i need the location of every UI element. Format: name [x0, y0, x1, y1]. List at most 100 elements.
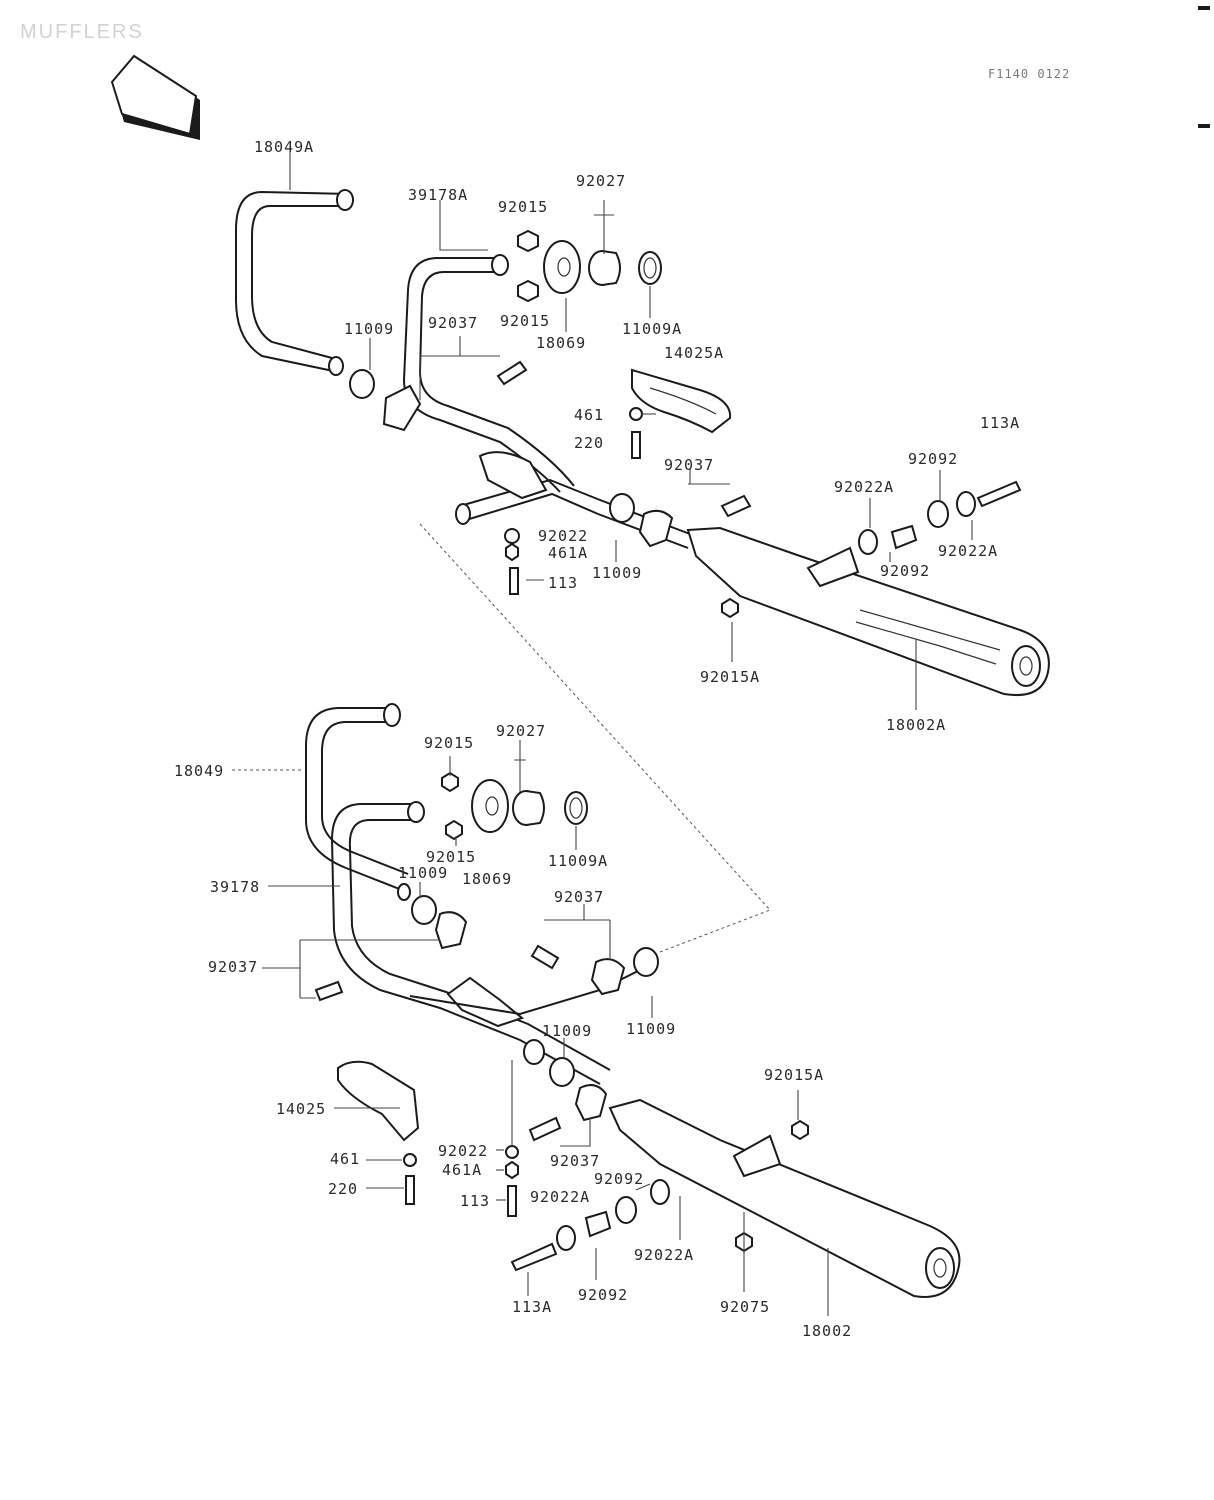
nut-92015 [445, 819, 463, 841]
gasket-11009 [633, 947, 659, 977]
bolt-113a [976, 480, 1022, 508]
part-label: 113A [980, 414, 1020, 432]
part-labels: 18049A 39178A 92015 92027 11009 92037 92… [174, 138, 1020, 1340]
part-label: 92015 [498, 198, 548, 216]
part-label: 92092 [594, 1170, 644, 1188]
flange-18069 [471, 779, 509, 833]
part-label: 92015A [764, 1066, 824, 1084]
nut-92015 [517, 229, 539, 253]
edge-mark-bottom [1198, 124, 1210, 128]
washer-92022a [858, 529, 878, 555]
part-label: 92022A [834, 478, 894, 496]
washer-92022a [956, 491, 976, 517]
nut-461a [505, 1160, 519, 1180]
part-label: 18049A [254, 138, 314, 156]
bolt-92037 [314, 980, 344, 1002]
part-label: 11009 [592, 564, 642, 582]
part-label: 18069 [536, 334, 586, 352]
washer-461 [629, 407, 643, 421]
gasket-11009a [638, 251, 662, 285]
nut-92015a [721, 597, 739, 619]
part-label: 39178 [210, 878, 260, 896]
part-label: 92037 [664, 456, 714, 474]
part-label: 461 [330, 1150, 360, 1168]
bolt-92037 [496, 360, 528, 386]
muffler-bracket [806, 546, 860, 588]
front-arrow-icon: FRONT [110, 54, 200, 140]
part-label: 11009 [344, 320, 394, 338]
part-label: 92037 [208, 958, 258, 976]
part-label: 11009 [626, 1020, 676, 1038]
header-pipe-39178 [330, 803, 601, 1085]
nut-461a [505, 542, 519, 562]
bolt-220 [405, 1175, 415, 1205]
clamp-92037 [638, 509, 674, 548]
bolt-113a [510, 1242, 558, 1272]
heat-guard-14025 [337, 1060, 420, 1142]
bolt-92037 [528, 1116, 562, 1142]
part-label: 18049 [174, 762, 224, 780]
part-label: 92037 [554, 888, 604, 906]
part-label: 92027 [496, 722, 546, 740]
part-label: 92022 [538, 527, 588, 545]
washer-461 [403, 1153, 417, 1167]
washer-92022a [556, 1225, 576, 1251]
part-label: 461A [442, 1161, 482, 1179]
part-label: 220 [574, 434, 604, 452]
muffler-bracket [732, 1134, 782, 1178]
header-pipe-18049a [235, 190, 351, 373]
gasket-11009 [609, 493, 635, 523]
pipe-bracket [478, 451, 548, 500]
part-label: 113A [512, 1298, 552, 1316]
part-label: 461A [548, 544, 588, 562]
part-label: 92022A [634, 1246, 694, 1264]
part-label: 18002A [886, 716, 946, 734]
part-label: 92092 [880, 562, 930, 580]
header-pipe-18049 [305, 707, 403, 891]
heat-guard-14025a [631, 368, 732, 434]
nut-92015 [517, 279, 539, 303]
clamp-92037 [382, 384, 422, 432]
washer-92022 [505, 1145, 519, 1159]
part-label: 18002 [802, 1322, 852, 1340]
part-label: 92022A [530, 1188, 590, 1206]
part-label: 39178A [408, 186, 468, 204]
bolt-92037 [720, 494, 752, 518]
damper-92092 [615, 1196, 637, 1224]
part-label: 461 [574, 406, 604, 424]
clamp-92037 [574, 1084, 608, 1122]
bolt-113 [509, 567, 519, 595]
part-label: 113 [460, 1192, 490, 1210]
part-label: 92075 [720, 1298, 770, 1316]
part-label: 92015 [424, 734, 474, 752]
bolt-113 [507, 1185, 517, 1217]
pipe-bracket [446, 976, 525, 1028]
damper-92092 [890, 524, 918, 550]
gasket-11009 [549, 1057, 575, 1087]
nut-92015a [791, 1119, 809, 1141]
bolt-92037 [530, 944, 560, 970]
part-label: 92092 [578, 1286, 628, 1304]
part-label: 11009 [398, 864, 448, 882]
washer-92022a [650, 1179, 670, 1205]
part-label: 11009A [548, 852, 608, 870]
page-title: MUFFLERS [20, 21, 144, 43]
clamp-92037 [590, 958, 626, 996]
part-label: 92015A [700, 668, 760, 686]
gasket-11009 [411, 895, 437, 925]
bolt-220 [631, 431, 641, 459]
part-label: 92015 [500, 312, 550, 330]
reference-code: F1140 0122 [988, 67, 1070, 81]
upper-exhaust-assembly [235, 152, 1050, 953]
muffler-18002a [686, 526, 1050, 696]
part-label: 92037 [550, 1152, 600, 1170]
flange-18069 [543, 240, 581, 294]
part-label: 11009 [542, 1022, 592, 1040]
part-label: 92092 [908, 450, 958, 468]
part-label: 92022A [938, 542, 998, 560]
part-label: 220 [328, 1180, 358, 1198]
gasket-11009 [349, 369, 375, 399]
part-label: 14025 [276, 1100, 326, 1118]
damper-92092 [927, 500, 949, 528]
clamp-92037 [434, 911, 468, 950]
